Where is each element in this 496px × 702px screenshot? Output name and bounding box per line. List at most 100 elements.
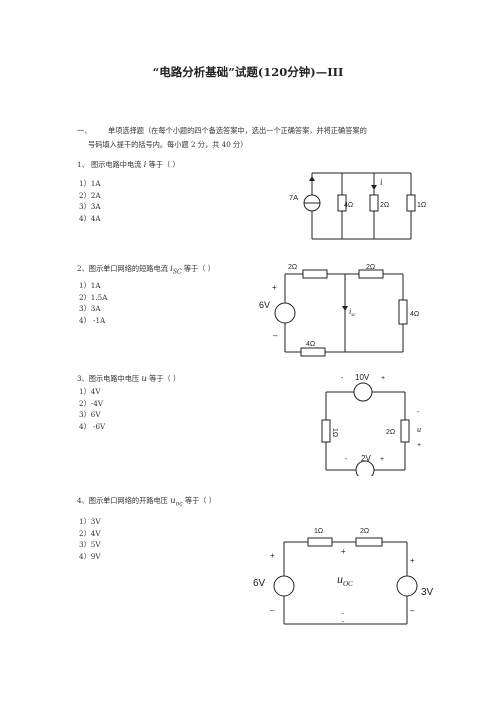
option: 4）4A [79,213,101,223]
question-3-prefix: 3、图示电路中电压 [77,374,140,383]
resistor-label: 2Ω [360,528,369,535]
question-3-variable: u [141,374,147,384]
plus-sign: + [380,456,384,463]
plus-sign: + [417,442,421,449]
source-label: 6V [253,578,266,589]
question-1-prefix: 1、 图示电路中电流 [77,160,142,169]
option: 3）3A [79,304,101,313]
minus-sign: – [273,331,278,340]
current-source [303,194,321,212]
resistor [300,347,326,357]
source-label: 7A [289,193,298,202]
question-3-stem: 3、图示电路中电压 u 等于（ ） [77,374,180,384]
option: 2）2A [79,190,101,200]
question-2-prefix: 2、图示单口网络的短路电流 [77,264,168,273]
voltage-variable: u [337,572,343,586]
question-2-variable: i [170,264,173,274]
section-number: 一、 [77,126,92,135]
question-2-suffix: 等于（ ） [183,264,215,273]
resistor-label: 1Ω [314,528,323,535]
resistor-label: 2Ω [366,264,375,271]
resistor-label: 4Ω [344,202,353,209]
question-4-suffix: 等于（ ） [184,496,216,505]
resistor [302,269,328,279]
resistor-label: 4Ω [410,311,419,318]
resistor-label: 2Ω [380,202,389,209]
current-label: isc [349,307,356,318]
voltage-label: uOC [337,572,353,588]
option: 1）3V [79,517,101,526]
page-title: “电路分析基础”试题(120分钟)—III [152,65,344,79]
question-3-options: 1）4V 2）-4V 3）6V 4） -6V [79,386,105,432]
plus-sign: + [381,375,385,382]
resistor [369,194,379,212]
question-1-variable: i [143,160,147,170]
voltage-source [273,575,295,597]
plus-sign: + [270,551,275,560]
plus-sign: + [341,547,346,556]
current-arrow-icon [371,185,377,190]
question-4-prefix: 4、图示单口网络的开路电压 [77,496,168,505]
resistor [307,537,333,547]
voltage-subscript: OC [343,580,353,588]
minus-sign: - [417,409,420,416]
resistor [321,419,331,443]
option: 1）4V [79,387,101,396]
resistor [337,194,347,212]
option: 4） -6V [79,421,106,431]
minus-sign: - [342,539,345,546]
option: 4） -1A [79,315,106,325]
resistor-label: 1Ω [331,428,338,437]
circuit-2-diagram: 2Ω 2Ω 4Ω 4Ω 6V + – isc [259,264,419,357]
resistor [355,537,383,547]
resistor-label: 4Ω [306,341,315,348]
voltage-source [355,460,375,476]
section-instructions-line1: 单项选择题（在每个小题的四个备选答案中，选出一个正确答案，并将正确答案的 [108,126,367,135]
source-label: 10V [355,373,370,382]
source-arrow-icon [309,176,315,181]
resistor [400,419,410,443]
resistor-label: 1Ω [417,202,426,209]
resistor [398,299,408,325]
question-4-variable: u [170,496,176,506]
voltage-label: u [417,425,421,434]
source-label: 2V [361,454,371,463]
option: 3）5V [79,540,101,549]
question-2-stem: 2、图示单口网络的短路电流 iSC 等于（ ） [77,264,215,275]
question-2-options: 1）1A 2）1.5A 3）3A 4） -1A [79,280,107,326]
question-3-suffix: 等于（ ） [149,374,181,383]
circuit-1-diagram: 7A 4Ω 2Ω 1Ω i [289,172,426,240]
voltage-source [396,575,418,597]
resistor-label: 2Ω [386,429,395,436]
option: 4）9V [79,551,101,561]
question-1-stem: 1、 图示电路中电流 i 等于（ ） [77,160,180,170]
question-4-stem: 4、图示单口网络的开路电压 uoc 等于（ ） [77,496,216,507]
resistor [406,194,416,212]
current-arrow-icon [342,306,348,311]
option: 2）1.5A [79,292,108,302]
plus-sign: + [410,556,415,565]
current-variable: i [349,307,351,316]
minus-sign: - [341,375,344,382]
question-4-options: 1）3V 2）4V 3）5V 4）9V [79,516,101,562]
minus-sign: - [342,619,345,626]
minus-sign: – [270,606,275,615]
minus-sign: – [410,606,415,615]
question-1-options: 1）1A 2）2A 3）3A 4）4A [79,178,101,224]
circuit-4-diagram: 1Ω 2Ω + 6V – + 3V – - + uOC - - [253,528,434,626]
resistor-label: 2Ω [288,264,297,271]
option: 3）6V [79,410,101,419]
option: 1）1A [79,179,101,188]
option: 1）1A [79,281,101,290]
minus-sign: - [342,611,345,618]
source-label: 6V [259,300,270,310]
resistor [358,269,384,279]
minus-sign: - [345,456,348,463]
option: 2）4V [79,528,101,538]
voltage-source [274,302,296,324]
current-label: i [380,177,383,187]
voltage-source [353,382,373,402]
question-1-suffix: 等于（ ） [148,160,180,169]
option: 2）-4V [79,398,103,408]
circuit-3-diagram: - 10V + 1Ω 2Ω - u + - 2V + [321,373,421,476]
